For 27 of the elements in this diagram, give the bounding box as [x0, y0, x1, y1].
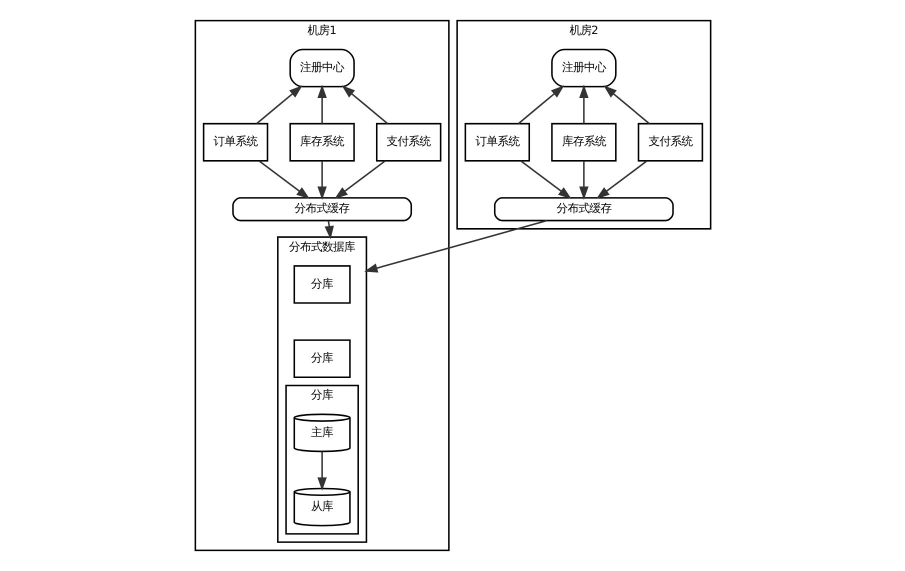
- node-box: 分布式缓存: [493, 197, 674, 222]
- arrow: [578, 161, 588, 200]
- node-box: 分库: [293, 339, 350, 378]
- node-box: 订单系统: [464, 122, 530, 162]
- node-box: 订单系统: [202, 122, 268, 162]
- arrow: [316, 452, 326, 491]
- arrow: [602, 85, 650, 124]
- arrow: [578, 84, 588, 124]
- arrow: [316, 161, 326, 200]
- arrow: [258, 160, 310, 199]
- arrow: [364, 220, 547, 273]
- node-box: 库存系统: [550, 122, 616, 162]
- node-box: 支付系统: [375, 122, 441, 162]
- arrow: [596, 160, 647, 199]
- node-box: 库存系统: [288, 122, 354, 162]
- arrow: [324, 220, 334, 240]
- arrow: [520, 160, 572, 199]
- node-box: 分库: [293, 265, 350, 304]
- node-box: 注册中心: [550, 48, 616, 88]
- node-box: 支付系统: [637, 122, 703, 162]
- arrow: [334, 160, 385, 199]
- arrow: [341, 85, 388, 124]
- arrow: [517, 85, 564, 124]
- arrow: [316, 84, 326, 124]
- node-box: 注册中心: [288, 48, 354, 88]
- arrow: [256, 85, 302, 124]
- node-box: 分布式缓存: [232, 197, 412, 222]
